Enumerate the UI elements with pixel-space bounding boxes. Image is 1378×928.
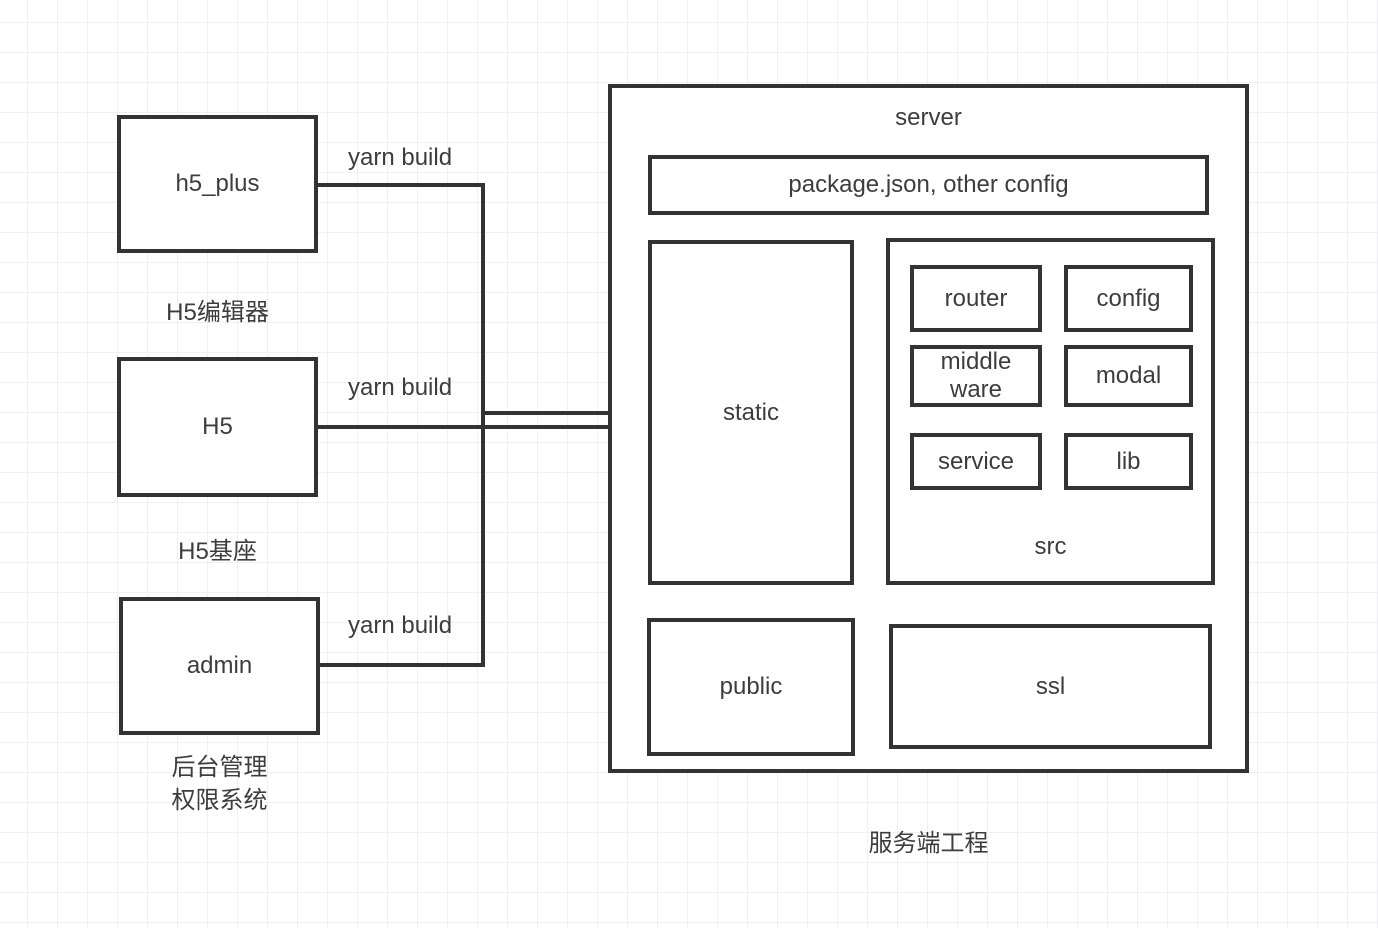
ssl-label: ssl xyxy=(1035,672,1066,700)
middleware-box[interactable]: middle ware xyxy=(910,345,1042,407)
connector-admin-horizontal xyxy=(318,663,483,667)
server-title: server xyxy=(895,104,962,131)
router-box[interactable]: router xyxy=(910,265,1042,332)
config-label: config xyxy=(1096,284,1161,312)
lib-label: lib xyxy=(1116,447,1141,475)
package-config-label: package.json, other config xyxy=(788,171,1069,199)
service-label: service xyxy=(937,447,1015,475)
ssl-box[interactable]: ssl xyxy=(889,624,1212,749)
caption-admin: 后台管理 权限系统 xyxy=(119,751,320,817)
src-box[interactable]: router config middle ware modal service … xyxy=(886,238,1215,585)
middleware-label: middle ware xyxy=(940,348,1012,403)
static-box[interactable]: static xyxy=(648,240,854,585)
service-box[interactable]: service xyxy=(910,433,1042,490)
caption-h5-plus: H5编辑器 xyxy=(166,299,269,326)
public-label: public xyxy=(719,673,783,701)
edge-label-yarn-build-1: yarn build xyxy=(348,144,453,171)
connector-trunk-to-static-shaft xyxy=(481,411,623,415)
src-label: src xyxy=(1034,533,1067,560)
config-box[interactable]: config xyxy=(1064,265,1193,332)
static-label: static xyxy=(722,398,779,426)
node-admin[interactable]: admin xyxy=(119,597,320,735)
router-label: router xyxy=(944,284,1008,312)
node-h5-label: H5 xyxy=(202,413,233,441)
connector-h5plus-horizontal xyxy=(318,183,483,187)
lib-box[interactable]: lib xyxy=(1064,433,1193,490)
edge-label-yarn-build-3: yarn build xyxy=(348,612,453,639)
modal-label: modal xyxy=(1095,362,1162,390)
connector-h5-to-static-shaft xyxy=(318,425,623,429)
modal-box[interactable]: modal xyxy=(1064,345,1193,407)
node-h5-plus-label: h5_plus xyxy=(175,170,260,198)
package-config-box[interactable]: package.json, other config xyxy=(648,155,1209,215)
server-box[interactable]: server package.json, other config static… xyxy=(608,84,1249,773)
caption-h5: H5基座 xyxy=(178,538,257,565)
node-h5[interactable]: H5 xyxy=(117,357,318,497)
server-caption: 服务端工程 xyxy=(868,830,989,857)
node-admin-label: admin xyxy=(186,652,253,680)
public-box[interactable]: public xyxy=(647,618,855,756)
caption-admin-line1: 后台管理 xyxy=(171,754,268,781)
node-h5-plus[interactable]: h5_plus xyxy=(117,115,318,253)
caption-admin-line2: 权限系统 xyxy=(171,787,268,814)
edge-label-yarn-build-2: yarn build xyxy=(348,374,453,401)
